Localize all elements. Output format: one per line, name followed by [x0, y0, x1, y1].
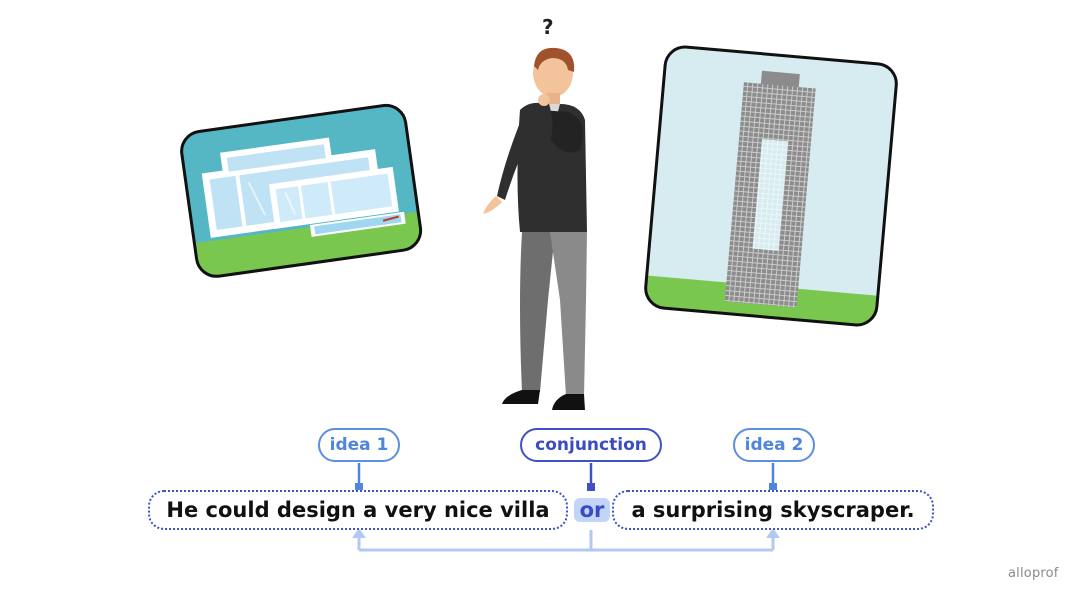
villa-picture	[179, 102, 424, 279]
idea2-tag: idea 2	[733, 428, 815, 462]
question-mark-icon: ?	[542, 15, 554, 39]
thinking-man	[483, 47, 587, 410]
skyscraper-picture	[644, 45, 898, 327]
idea1-tag: idea 1	[318, 428, 400, 462]
sentence-conjunction: or	[570, 490, 614, 530]
conjunction-word: or	[573, 498, 611, 522]
connectors	[352, 463, 780, 552]
alloprof-logo: alloprof	[1008, 566, 1059, 581]
sentence-idea2: a surprising skyscraper.	[612, 490, 934, 530]
conjunction-tag: conjunction	[520, 428, 662, 462]
sentence-idea1: He could design a very nice villa	[148, 490, 568, 530]
